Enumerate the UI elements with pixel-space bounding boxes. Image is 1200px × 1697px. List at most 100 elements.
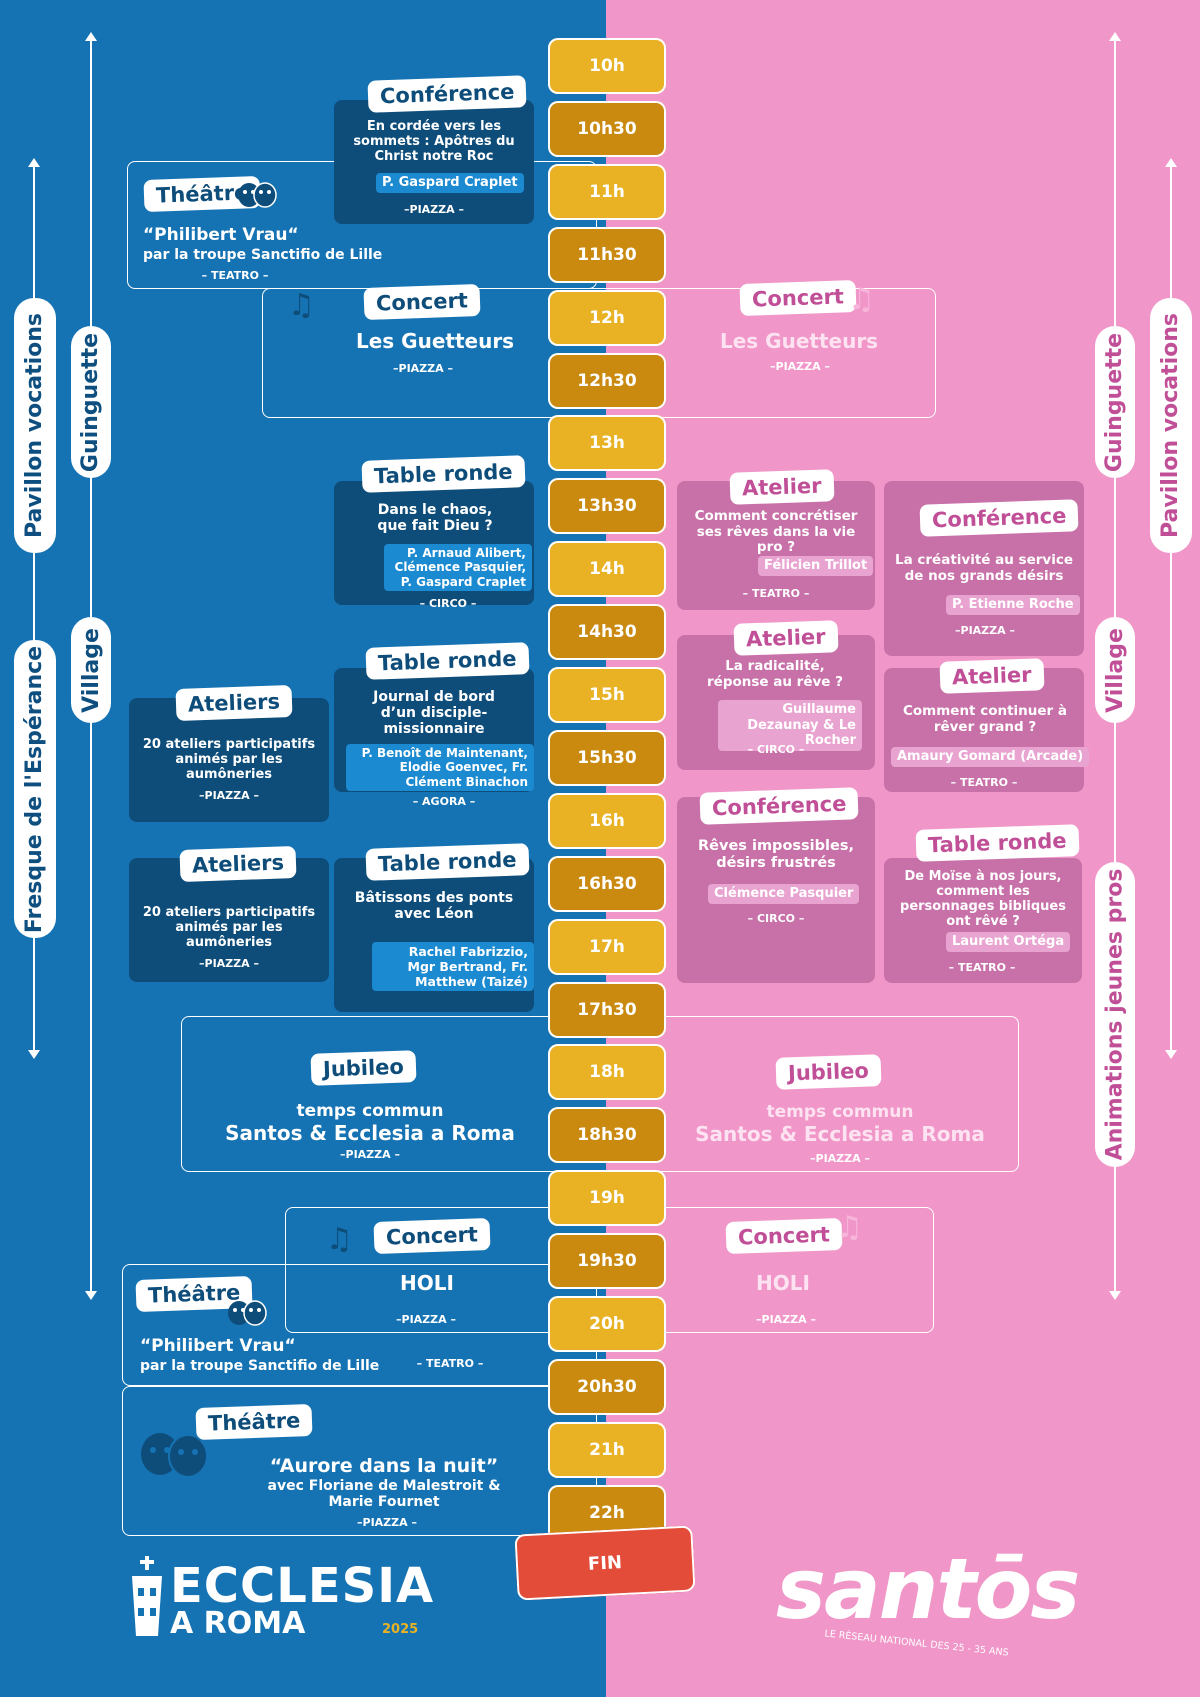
time-slot: 14h [548,541,666,597]
time-slot: 12h [548,290,666,346]
time-slot: 16h [548,793,666,849]
table1-tag: Table ronde [361,455,526,493]
ecclesia-logo-icon [130,1556,164,1640]
theatre3-title: “Aurore dans la nuit” [269,1455,499,1477]
atelier2-speaker: Guillaume Dezaunay & Le Rocher [718,700,862,751]
atelier2-title: La radicalité, réponse au rêve ? [707,658,843,690]
village-right-label: Village [1095,617,1135,723]
time-slot: 11h [548,164,666,220]
theatre2-title: “Philibert Vrau“ [140,1336,296,1356]
ateliers1-tag: Ateliers [175,684,293,722]
theatre3-venue: –PIAZZA – [357,1516,417,1529]
table1-right-venue: – TEATRO – [948,961,1016,974]
conf1-right-venue: –PIAZZA – [955,624,1015,637]
atelier2-tag: Atelier [733,620,839,656]
theatre2-venue: – TEATRO – [416,1357,484,1370]
theatre2-sub: par la troupe Sanctifio de Lille [140,1358,380,1374]
conf2-right-title: Rêves impossibles, désirs frustrés [698,838,854,871]
atelier1-title: Comment concrétiser ses rêves dans la vi… [694,508,858,556]
table2-tag: Table ronde [365,642,530,680]
pavillon-range-right-arrow-icon [1165,158,1177,1059]
conf1-tag: Conférence [367,75,527,113]
concert1-right-venue: –PIAZZA – [770,360,830,373]
jubileo-right-line2: Santos & Ecclesia a Roma [695,1122,985,1146]
jubileo-left-tag: Jubileo [310,1050,417,1086]
time-slot: 16h30 [548,856,666,912]
time-slot: 19h30 [548,1233,666,1289]
conf2-right-speaker: Clémence Pasquier [708,884,860,904]
music-note-icon: ♫ [326,1222,353,1257]
conf2-right-tag: Conférence [699,787,859,825]
time-slot: 19h [548,1170,666,1226]
pavillon-range-left-arrow-icon [28,158,40,1059]
conf1-right-title: La créativité au service de nos grands d… [894,552,1073,584]
theatre-masks-icon [226,1298,268,1332]
time-slot: 18h [548,1044,666,1100]
table1-speaker: P. Arnaud Alibert, Clémence Pasquier, P.… [384,544,532,592]
atelier1-speaker: Félicien Trillot [758,556,874,576]
music-note-icon: ♫ [836,1210,863,1245]
concert1-title: Les Guetteurs [356,329,515,353]
time-slot: 17h [548,919,666,975]
jubileo-right-line1: temps commun [766,1102,914,1122]
pavillon-vocations-right-label: Pavillon vocations [1150,298,1192,553]
time-slot: 10h30 [548,101,666,157]
time-slot: 18h30 [548,1107,666,1163]
animations-jeunes-pros-right-label: Animations jeunes pros [1095,862,1135,1167]
time-slot: 10h [548,38,666,94]
music-note-icon: ♫ [848,282,875,317]
atelier1-tag: Atelier [729,469,835,505]
concert2-tag: Concert [373,1217,491,1255]
santos-logo-name: santōs [776,1540,1080,1638]
time-slot: 15h [548,667,666,723]
time-slot: 17h30 [548,982,666,1038]
concert2-right-venue: –PIAZZA – [756,1313,816,1326]
table2-speaker: P. Benoît de Maintenant, Elodie Goenvec,… [346,744,534,792]
jubileo-left-line2: Santos & Ecclesia a Roma [225,1121,515,1145]
fin-slot: FIN [514,1525,696,1601]
ateliers2-title: 20 ateliers participatifs animés par les… [142,905,316,950]
table2-title: Journal de bord d’un disciple-missionnai… [373,689,495,738]
ateliers1-venue: –PIAZZA – [199,789,259,802]
table1-right-title: De Moïse à nos jours, comment les person… [900,869,1066,929]
table1-right-tag: Table ronde [915,824,1080,862]
time-slot: 14h30 [548,604,666,660]
jubileo-right-venue: –PIAZZA – [810,1152,870,1165]
jubileo-right-tag: Jubileo [775,1054,882,1090]
time-slot: 13h [548,415,666,471]
table1-title: Dans le chaos, que fait Dieu ? [377,502,493,535]
conf1-venue: –PIAZZA – [404,203,464,216]
concert2-right-title: HOLI [756,1271,810,1295]
theatre3-sub: avec Floriane de Malestroit & Marie Four… [267,1478,501,1511]
ecclesia-logo-line1: ECCLESIA [170,1558,435,1614]
ateliers2-venue: –PIAZZA – [199,957,259,970]
concert2-venue: –PIAZZA – [396,1313,456,1326]
ateliers1-title: 20 ateliers participatifs animés par les… [142,737,316,782]
atelier3-speaker: Amaury Gomard (Arcade) [891,747,1090,767]
ecclesia-logo-line2: A ROMA [170,1606,306,1641]
concert1-right-tag: Concert [739,279,857,317]
time-slot: 15h30 [548,730,666,786]
theatre1-venue: – TEATRO – [201,269,269,282]
time-slot: 12h30 [548,353,666,409]
table1-right-card [884,858,1082,983]
table2-venue: – AGORA – [412,795,476,808]
fresque-left-label: Fresque de l'Espérance [14,640,56,938]
village-left-label: Village [71,617,111,723]
ecclesia-logo-year: 2025 [382,1622,419,1637]
concert1-right-title: Les Guetteurs [720,329,879,353]
conf2-right-venue: – CIRCO – [747,912,805,925]
concert2-right-tag: Concert [725,1217,843,1255]
time-slot: 13h30 [548,478,666,534]
pavillon-vocations-left-label: Pavillon vocations [14,298,56,553]
table3-speaker: Rachel Fabrizzio, Mgr Bertrand, Fr. Matt… [372,942,534,991]
ateliers2-tag: Ateliers [179,845,297,883]
theatre1-sub: par la troupe Sanctifio de Lille [143,247,383,263]
atelier2-venue: – CIRCO – [747,743,805,756]
conf1-right-speaker: P. Etienne Roche [946,595,1080,615]
atelier1-venue: – TEATRO – [742,587,810,600]
time-slot: 11h30 [548,227,666,283]
time-slot: 20h30 [548,1359,666,1415]
conf1-title: En cordée vers les sommets : Apôtres du … [353,119,515,164]
table3-title: Bâtissons des ponts avec Léon [354,890,514,923]
